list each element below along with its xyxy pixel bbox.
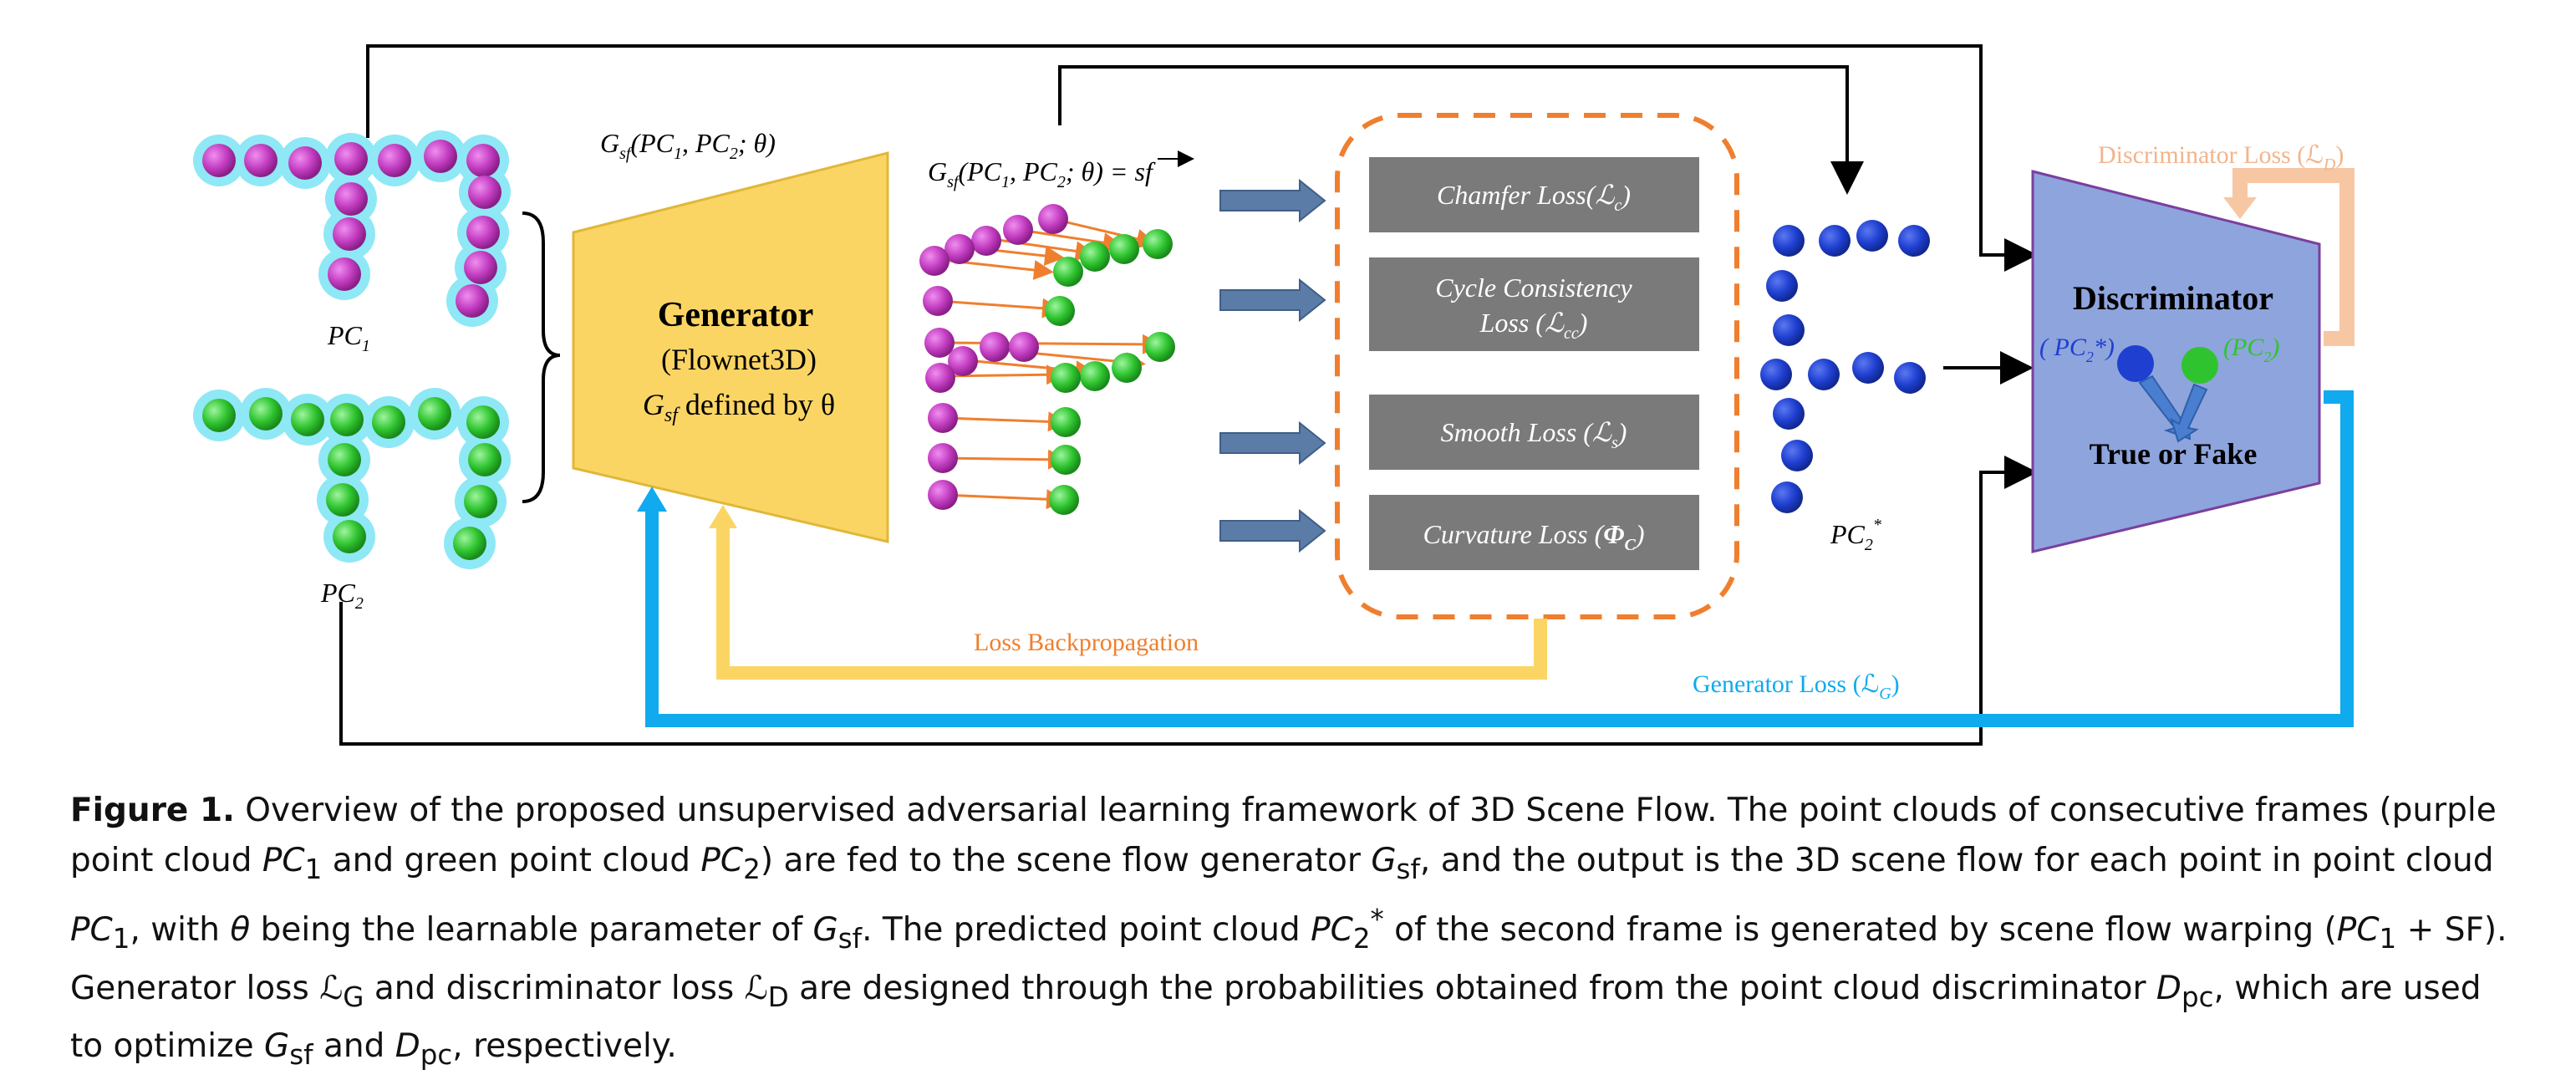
svg-text:Smooth Loss (ℒs): Smooth Loss (ℒs) <box>1441 417 1627 452</box>
svg-text:Curvature Loss (ΦC): Curvature Loss (ΦC) <box>1423 519 1645 554</box>
generator-loss-path: Generator Loss (ℒG) <box>637 390 2354 727</box>
loss-backprop-label: Loss Backpropagation <box>974 629 1199 656</box>
pc2-label: PC2 <box>320 578 364 613</box>
svg-text:Cycle Consistency: Cycle Consistency <box>1435 273 1632 303</box>
generator-title: Generator <box>658 296 814 334</box>
discriminator-loss-path: Discriminator Loss (ℒD) <box>2098 141 2355 346</box>
curvature-loss-box: Curvature Loss (ΦC) <box>1369 495 1699 570</box>
svg-text:Loss (ℒcc): Loss (ℒcc) <box>1479 308 1588 343</box>
disc-pc2-label: (PC2) <box>2223 334 2279 365</box>
figure-label: Figure 1. <box>70 792 235 829</box>
disc-pc2star-label: ( PC2*) <box>2039 334 2115 365</box>
true-or-fake-label: True or Fake <box>2090 437 2258 471</box>
generator-output-label: Gsf(PC1, PC2; θ) = sf <box>928 156 1156 191</box>
generator-parameter: Gsf defined by θ <box>643 388 835 426</box>
loss-container <box>1335 113 1739 619</box>
pc1-label: PC1 <box>327 320 370 355</box>
pc2-star-label: PC2* <box>1830 516 1881 554</box>
generator-block: Generator (Flownet3D) Gsf defined by θ <box>572 151 889 543</box>
loss-backprop-path: Loss Backpropagation <box>709 505 1547 680</box>
discriminator-loss-label: Discriminator Loss (ℒD) <box>2098 141 2344 174</box>
figure-caption: Figure 1. Overview of the proposed unsup… <box>70 792 2507 1072</box>
pc2-star-point-cloud <box>1760 220 1930 513</box>
discriminator-block: Discriminator ( PC2*) (PC2) True or Fake <box>2031 170 2321 553</box>
cycle-consistency-loss-box: Cycle Consistency Loss (ℒcc) <box>1369 257 1699 351</box>
generator-subtitle: (Flownet3D) <box>661 343 817 376</box>
pc1-point-cloud <box>193 130 511 327</box>
generator-function-label: Gsf(PC1, PC2; θ) <box>600 128 776 163</box>
generator-loss-label: Generator Loss (ℒG) <box>1693 670 1900 703</box>
pc2-point-cloud <box>193 388 511 569</box>
smooth-loss-box: Smooth Loss (ℒs) <box>1369 395 1699 470</box>
scene-flow-visualization <box>919 204 1175 515</box>
chamfer-loss-box: Chamfer Loss(ℒc) <box>1369 157 1699 232</box>
svg-text:Chamfer Loss(ℒc): Chamfer Loss(ℒc) <box>1437 180 1631 215</box>
framework-diagram: PC1 PC2 Gsf(PC1, PC2; θ) Generator (Flow… <box>193 44 2355 746</box>
block-arrows <box>1219 178 1326 553</box>
discriminator-title: Discriminator <box>2073 279 2273 317</box>
connection-lines <box>339 44 2038 746</box>
